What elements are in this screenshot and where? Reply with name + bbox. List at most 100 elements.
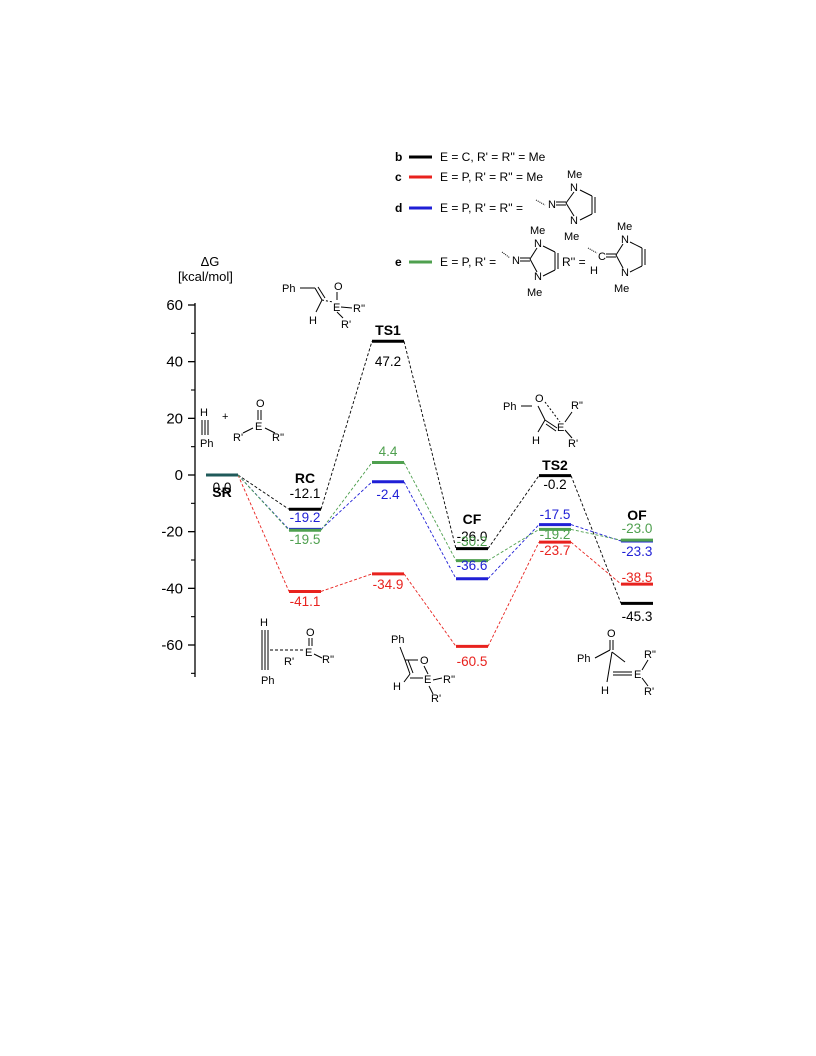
connector-c [403, 573, 457, 647]
cf-o: O [420, 655, 429, 667]
y-tick-label: -20 [161, 524, 183, 541]
value-label-d-rc: -19.2 [290, 510, 321, 525]
y-axis-unit: [kcal/mol] [178, 269, 233, 284]
value-label-sr: 0.0 [213, 480, 232, 495]
value-label-b-cf: -26.0 [457, 529, 488, 544]
value-label-c-ts1: -34.9 [373, 577, 404, 592]
ts2-e: E [557, 422, 564, 434]
of-r2: R" [644, 649, 656, 661]
connector-b [570, 475, 622, 604]
leg-e2-me1: Me [617, 221, 632, 233]
connector-b [487, 475, 540, 549]
value-label-b-rc: -12.1 [290, 486, 321, 501]
leg-d-n2: N [570, 182, 578, 194]
cf-h: H [393, 681, 401, 693]
y-tick-label: -40 [161, 580, 183, 597]
ts2-o: O [535, 393, 544, 405]
of-e: E [634, 669, 641, 681]
state-label-sr: SR [212, 484, 231, 500]
value-label-c-of: -38.5 [622, 570, 653, 585]
legend-key-e: e [395, 255, 402, 269]
state-label-ts1: TS1 [375, 322, 401, 338]
connector-c [487, 541, 540, 647]
leg-e-me1: Me [530, 225, 545, 237]
leg-e2-n1: N [621, 234, 629, 246]
rc2-h: H [260, 617, 268, 629]
rc-r1: R' [341, 319, 351, 331]
connector-c [320, 573, 373, 592]
value-label-c-ts2: -23.7 [540, 543, 571, 558]
leg-e2-h: H [590, 265, 598, 277]
leg-e-n2: N [534, 238, 542, 250]
ts2-ph: Ph [503, 401, 516, 413]
rc2-r2: R'' [322, 654, 334, 666]
connector-b [237, 474, 290, 510]
leg-e2-n2: N [621, 267, 629, 279]
y-tick-label: -60 [161, 637, 183, 654]
rc-ph: Ph [282, 283, 295, 295]
sr-r2: R'' [272, 432, 284, 444]
rc-r2: R'' [353, 303, 365, 315]
legend-text-b: E = C, R' = R'' = Me [440, 150, 546, 164]
state-label-ts2: TS2 [542, 457, 568, 473]
cf-r2: R'' [443, 674, 455, 686]
legend-key-b: b [395, 150, 402, 164]
legend-key-c: c [395, 170, 402, 184]
sr-r1: R' [233, 432, 243, 444]
legend-d-substituent: N N N Me Me [535, 169, 596, 243]
state-label-cf: CF [463, 511, 482, 527]
of-h: H [601, 685, 609, 697]
connector-d [570, 524, 622, 542]
legend-text-e: E = P, R' = [440, 255, 496, 269]
state-label-of: OF [627, 507, 647, 523]
rc-e: E [333, 302, 340, 314]
value-label-b-ts2: -0.2 [543, 477, 566, 492]
rc-o: O [334, 281, 343, 293]
energy-levels [206, 339, 653, 648]
state-label-rc: RC [295, 470, 315, 486]
legend-text-d: E = P, R' = R'' = [440, 201, 523, 215]
sr-o: O [256, 398, 265, 410]
value-label-b-ts1: 47.2 [375, 354, 401, 369]
legend-key-d: d [395, 201, 402, 215]
rc2-ph: Ph [261, 675, 274, 687]
sr-plus: + [222, 411, 228, 423]
sr-e: E [255, 421, 262, 433]
value-labels: 0.0-12.147.2-26.0-0.2-45.3-41.1-34.9-60.… [213, 354, 653, 669]
cf-structure: Ph O E H R'' R' [391, 634, 455, 705]
sr-ph: Ph [200, 438, 213, 450]
legend-e-substituent-r2: C H N N Me Me [587, 221, 646, 295]
y-tick-label: 60 [166, 297, 183, 314]
leg-e2-me2: Me [614, 283, 629, 295]
rc-h: H [309, 315, 317, 327]
connector-e [320, 462, 373, 531]
leg-d-n3: N [570, 215, 578, 227]
legend-extra-e: R'' = [562, 255, 586, 269]
y-tick-label: 20 [166, 410, 183, 427]
value-label-e-rc: -19.5 [290, 532, 321, 547]
connector-e [403, 462, 457, 561]
sr-h: H [200, 407, 208, 419]
connector-d [487, 524, 540, 580]
leg-d-n1: N [548, 199, 556, 211]
legend-e-substituent-r1: N N N Me Me [501, 225, 559, 299]
ts2-h: H [532, 435, 540, 447]
value-label-e-ts1: 4.4 [379, 444, 398, 459]
value-label-d-ts2: -17.5 [540, 507, 571, 522]
leg-e2-c: C [598, 251, 606, 263]
of-structure: Ph O H E R" R' [577, 628, 656, 698]
rc-upper-structure: Ph H O E R'' R' [282, 281, 365, 331]
rc2-o: O [306, 627, 315, 639]
y-tick-label: 0 [175, 467, 183, 484]
of-r1: R' [644, 686, 654, 698]
cf-r1: R' [431, 693, 441, 705]
connector-c [570, 541, 622, 585]
connector-c [237, 474, 290, 592]
y-axis-symbol: ΔG [201, 254, 220, 269]
ts2-r1: R' [568, 438, 578, 450]
leg-e-me2: Me [527, 287, 542, 299]
value-label-e-ts2: -19.2 [540, 527, 571, 542]
